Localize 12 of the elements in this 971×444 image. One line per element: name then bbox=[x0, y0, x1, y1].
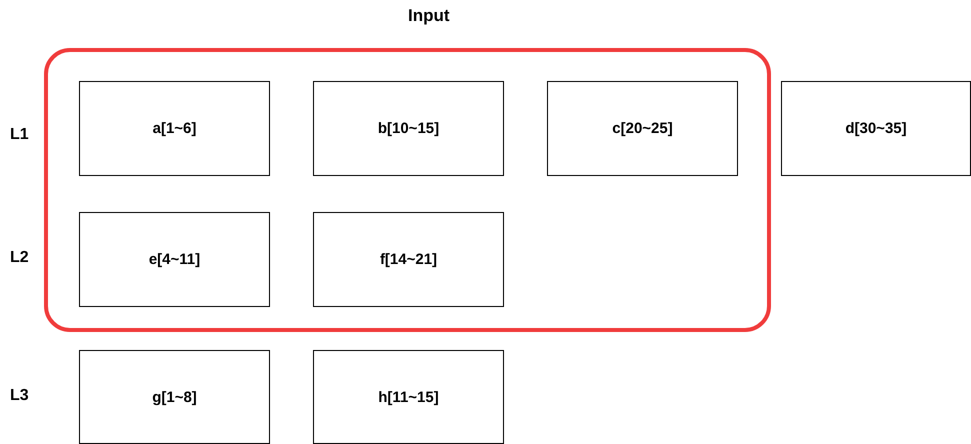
row-label: L1 bbox=[10, 126, 29, 144]
range-box: f[14~21] bbox=[313, 212, 504, 307]
row-label: L2 bbox=[10, 249, 29, 267]
range-box: h[11~15] bbox=[313, 350, 504, 444]
group-title: Input bbox=[408, 6, 450, 26]
row-label: L3 bbox=[10, 387, 29, 405]
range-box: c[20~25] bbox=[547, 81, 738, 176]
range-box: a[1~6] bbox=[79, 81, 270, 176]
range-box: b[10~15] bbox=[313, 81, 504, 176]
range-box: d[30~35] bbox=[781, 81, 971, 176]
range-box: g[1~8] bbox=[79, 350, 270, 444]
range-box: e[4~11] bbox=[79, 212, 270, 307]
